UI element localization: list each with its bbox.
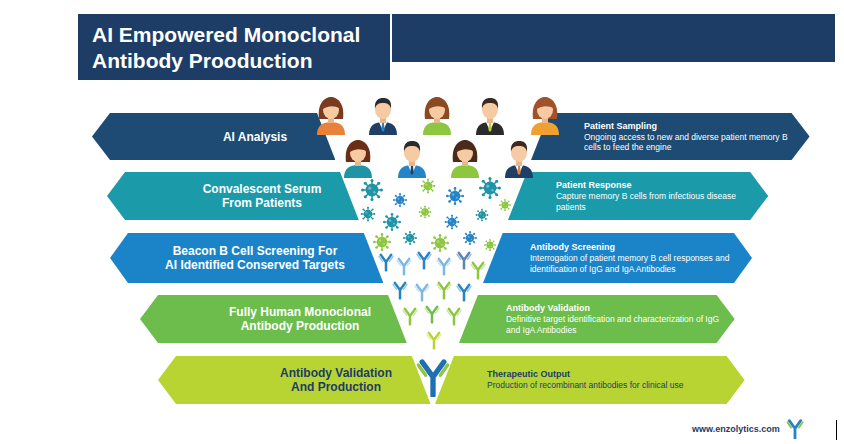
virus-icon xyxy=(484,239,496,251)
person-icon xyxy=(344,140,372,178)
virus-icon xyxy=(383,213,401,231)
antibody-icon xyxy=(437,283,451,299)
virus-icon xyxy=(479,177,501,199)
antibody-icon xyxy=(457,253,471,269)
person-icon xyxy=(505,141,533,178)
step-band-right: Patient ResponseCapture memory B cells f… xyxy=(508,172,768,220)
virus-icon xyxy=(476,209,489,222)
step-heading: Patient Sampling xyxy=(584,121,789,132)
virus-icon xyxy=(446,187,464,205)
text-block: Antibody ValidationDefinitive target ide… xyxy=(506,303,734,335)
antibody-icon xyxy=(437,259,451,275)
band-fill xyxy=(459,295,735,343)
antibody-icon xyxy=(397,259,411,275)
step-description: Ongoing access to new and diverse patien… xyxy=(584,132,789,153)
virus-icon xyxy=(361,179,383,201)
step-description: Production of recombinant antibodies for… xyxy=(487,380,732,391)
step-band-left: Beacon B Cell Screening For AI Identifie… xyxy=(110,233,383,283)
step-band-right: Therapeutic OutputProduction of recombin… xyxy=(435,356,745,404)
virus-icon xyxy=(373,233,391,251)
title-band xyxy=(78,14,390,80)
person-icon xyxy=(423,97,451,135)
antibody-icon xyxy=(393,283,407,299)
text-block: Patient SamplingOngoing access to new an… xyxy=(584,121,789,153)
antibody-icon xyxy=(403,309,417,325)
band-fill xyxy=(483,233,752,283)
virus-icon xyxy=(393,193,407,207)
band-fill xyxy=(110,233,383,283)
virus-icon xyxy=(463,231,477,245)
band-shape xyxy=(435,356,745,404)
step-label: Beacon B Cell Screening For AI Identifie… xyxy=(153,244,358,272)
band-fill xyxy=(531,113,810,160)
step-heading: Patient Response xyxy=(556,180,761,191)
band-fill xyxy=(158,356,431,404)
antibody-icon xyxy=(427,333,441,349)
title-bar xyxy=(392,14,835,62)
antibody-icon xyxy=(447,309,461,325)
text-block: Antibody Validation And Production xyxy=(261,366,411,394)
person-icon xyxy=(451,140,479,178)
step-band-right: Patient SamplingOngoing access to new an… xyxy=(531,113,810,160)
people xyxy=(317,97,559,178)
text-block: Antibody ScreeningInterrogation of patie… xyxy=(530,242,748,274)
virus-icon xyxy=(403,231,417,245)
step-description: Capture memory B cells from infectious d… xyxy=(556,191,761,212)
virus-icon xyxy=(431,234,449,252)
person-icon xyxy=(476,98,504,135)
person-icon xyxy=(369,98,397,135)
step-description: Interrogation of patient memory B cell r… xyxy=(530,253,748,274)
step-label: Antibody Validation And Production xyxy=(261,366,411,394)
band-fill xyxy=(140,295,407,343)
person-icon xyxy=(398,141,426,178)
band-fill xyxy=(508,172,768,220)
virus-icon xyxy=(445,215,460,230)
text-block: Patient ResponseCapture memory B cells f… xyxy=(556,180,761,212)
virus-icon xyxy=(419,206,432,219)
text-block: Beacon B Cell Screening For AI Identifie… xyxy=(153,244,358,272)
antibody-icon xyxy=(425,307,439,323)
step-band-left: Antibody Validation And Production xyxy=(158,356,431,404)
virus-icon xyxy=(421,179,436,194)
antibody-icon xyxy=(457,285,471,301)
step-heading: Antibody Screening xyxy=(530,242,748,253)
antibody-icon xyxy=(417,253,431,269)
text-block: Therapeutic OutputProduction of recombin… xyxy=(487,369,732,391)
diagram-title: AI Empowered Monoclonal Antibody Prooduc… xyxy=(92,22,387,74)
antibody-icon xyxy=(415,285,429,301)
text-block: Fully Human Monoclonal Antibody Producti… xyxy=(220,305,380,333)
band-fill xyxy=(107,172,359,220)
step-label: Fully Human Monoclonal Antibody Producti… xyxy=(220,305,380,333)
step-band-left: Convalescent Serum From Patients xyxy=(107,172,359,220)
logo-icon xyxy=(787,421,802,439)
band-fill xyxy=(435,356,745,404)
viruses xyxy=(361,177,512,252)
step-band-right: Antibody ScreeningInterrogation of patie… xyxy=(483,233,752,283)
step-description: Definitive target identification and cha… xyxy=(506,314,734,335)
person-icon xyxy=(317,97,345,135)
footer-rule xyxy=(836,420,837,440)
band-shape xyxy=(92,113,335,160)
step-label: Convalescent Serum From Patients xyxy=(187,182,337,210)
person-icon xyxy=(531,97,559,135)
step-band-left: AI Analysis xyxy=(92,113,335,160)
step-heading: Therapeutic Output xyxy=(487,369,732,380)
step-band-right: Antibody ValidationDefinitive target ide… xyxy=(459,295,735,343)
text-block: Convalescent Serum From Patients xyxy=(187,182,337,210)
virus-icon xyxy=(361,207,376,222)
antibody-icon xyxy=(471,263,485,279)
website-label: www.enzolytics.com xyxy=(692,424,780,435)
virus-icon xyxy=(499,199,511,211)
band-fill xyxy=(92,113,335,160)
antibody-icon xyxy=(379,255,393,271)
step-heading: Antibody Validation xyxy=(506,303,734,314)
step-band-left: Fully Human Monoclonal Antibody Producti… xyxy=(140,295,407,343)
